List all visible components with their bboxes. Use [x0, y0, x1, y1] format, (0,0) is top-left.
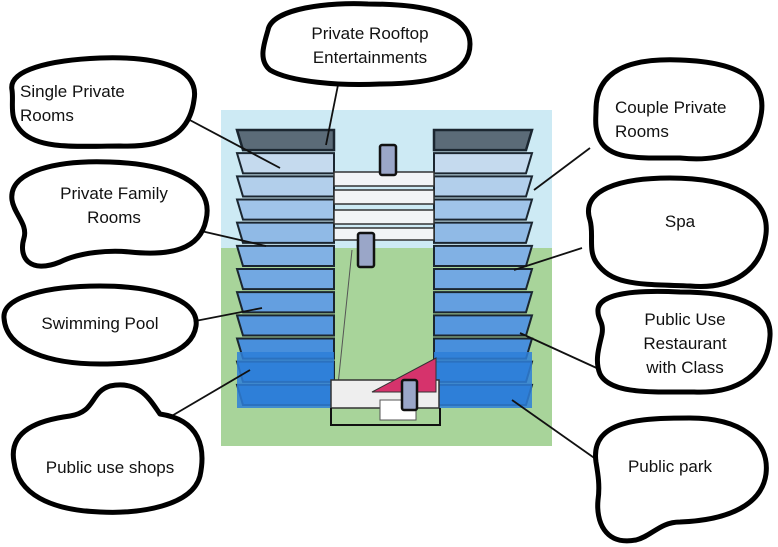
label-rooftop: Private Rooftop Entertainments [270, 22, 470, 70]
floor-plate [235, 268, 335, 291]
label-single-line1: Single Private [20, 82, 125, 101]
podium [330, 357, 441, 426]
bubble-park [593, 415, 769, 544]
label-restaurant-line3: with Class [646, 358, 724, 377]
bubble-spa [586, 175, 769, 289]
floor-plate [433, 221, 534, 244]
label-rooftop-line2: Entertainments [312, 48, 428, 67]
label-couple-line2: Rooms [615, 122, 669, 141]
central-core [333, 143, 435, 386]
bubble-family [9, 159, 210, 269]
bubble-rooftop [260, 1, 473, 87]
label-couple-line1: Couple Private [615, 98, 727, 117]
bubble-pool [1, 283, 199, 367]
label-restaurant-line1: Public Use [644, 310, 726, 329]
label-spa: Spa [620, 210, 740, 234]
label-family-line1: Private Family [60, 184, 168, 203]
label-park-line1: Public park [627, 457, 713, 476]
right-tower [432, 128, 534, 408]
floor-plate [433, 268, 534, 291]
label-shops: Public use shops [20, 456, 200, 480]
floor-plate [433, 291, 534, 314]
floor-plate [433, 198, 534, 221]
bubble-restaurant [594, 288, 773, 395]
bubble-single [9, 55, 198, 149]
label-single: Single Private Rooms [20, 80, 125, 128]
floor-plate [235, 314, 335, 337]
floor-plate [432, 128, 534, 152]
floor-plate [433, 314, 534, 337]
label-family: Private Family Rooms [30, 182, 198, 230]
label-rooftop-line1: Private Rooftop [311, 24, 429, 43]
floor-plate [433, 244, 534, 267]
label-pool: Swimming Pool [10, 312, 190, 336]
label-family-line2: Rooms [87, 208, 141, 227]
elevator-base [400, 378, 419, 412]
left-tower [235, 128, 336, 408]
label-spa-line1: Spa [664, 212, 696, 231]
label-couple: Couple Private Rooms [615, 96, 727, 144]
bubble-shops [10, 382, 205, 515]
label-restaurant: Public Use Restaurant with Class [615, 308, 755, 380]
label-single-line2: Rooms [20, 106, 74, 125]
label-park: Public park [600, 455, 740, 479]
ground-floor-block [434, 352, 532, 408]
floor-plate [433, 152, 534, 175]
floor-plate [235, 198, 335, 221]
floor-plate [235, 152, 335, 175]
floor-plate [433, 175, 534, 198]
bubble-couple [593, 57, 765, 162]
ground-floor-block [237, 352, 334, 408]
floor-plate [235, 175, 335, 198]
label-restaurant-line2: Restaurant [643, 334, 727, 353]
elevator-top [378, 143, 398, 177]
label-shops-line1: Public use shops [45, 458, 175, 477]
floor-plate [235, 244, 335, 267]
elevator-mid [356, 231, 376, 269]
label-pool-line1: Swimming Pool [41, 314, 159, 333]
floor-plate [235, 128, 336, 152]
floor-plate [235, 221, 335, 244]
